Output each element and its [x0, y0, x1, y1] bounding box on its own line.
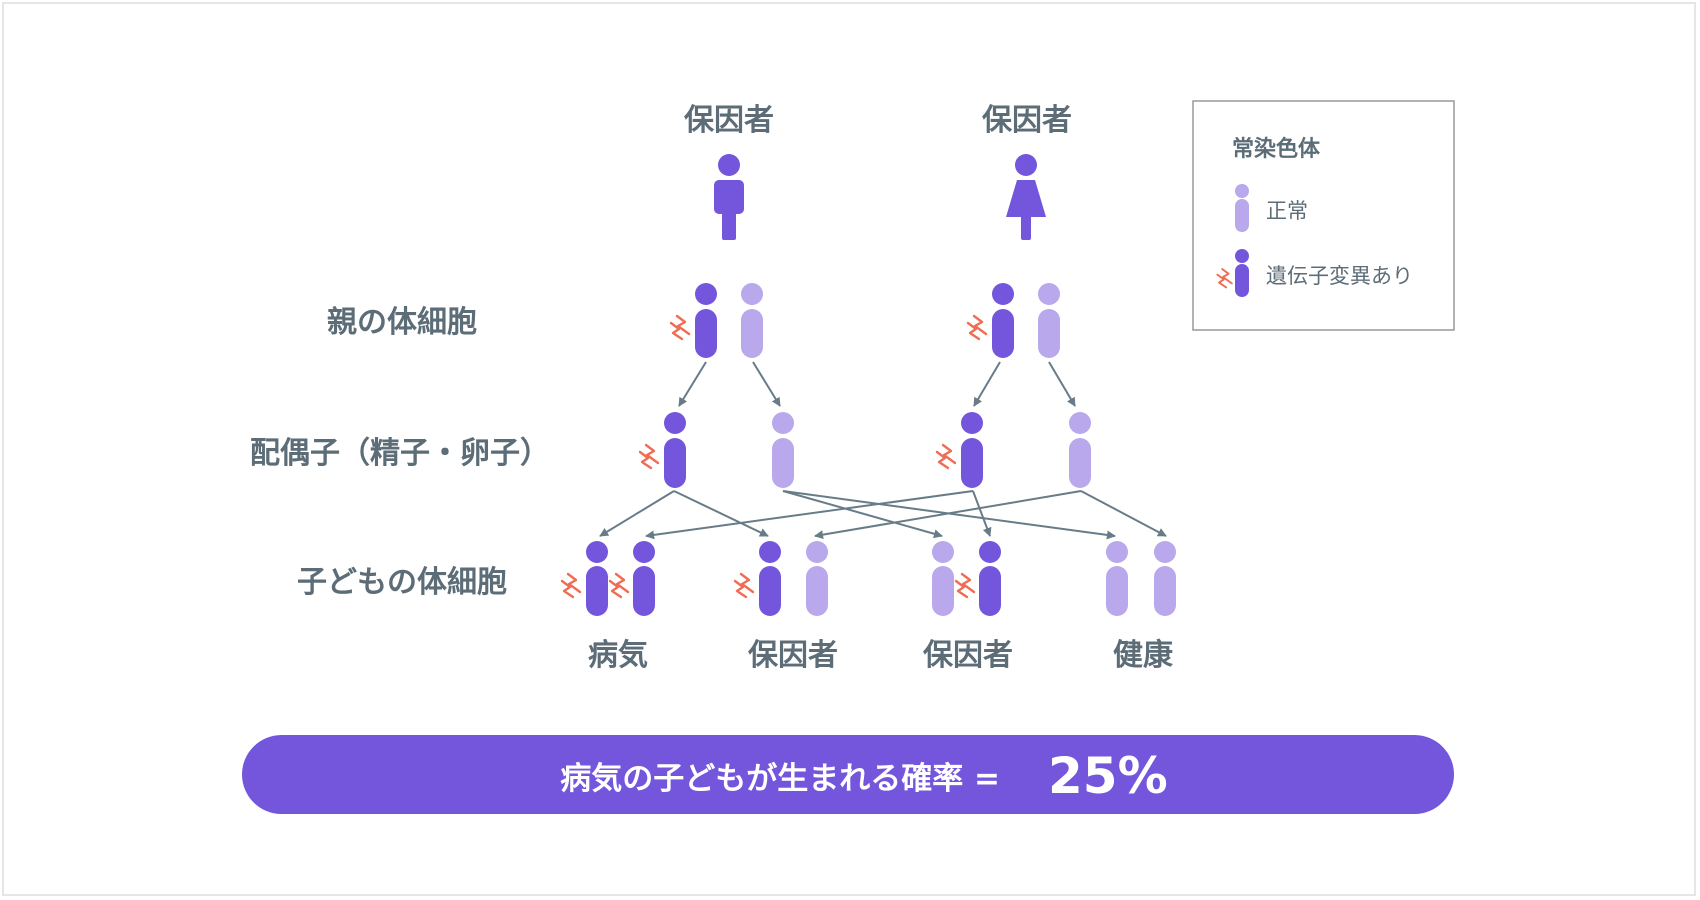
- probability-banner-text: 病気の子どもが生まれる確率 =: [560, 761, 1000, 797]
- mutation-mark-icon: [966, 314, 988, 341]
- father-label: 保因者: [684, 103, 774, 138]
- mutation-mark-icon: [608, 572, 630, 599]
- child1-chromosome-1: [586, 541, 608, 616]
- arrow-gamete-d-to-child2: [814, 490, 1082, 540]
- legend-normal-chromosome: [1235, 184, 1249, 232]
- father-icon: [714, 154, 744, 240]
- legend-box: [1192, 100, 1455, 331]
- child2-chromosome-2: [806, 541, 828, 616]
- legend-title: 常染色体: [1232, 136, 1321, 162]
- mother-chromosome-normal: [1038, 283, 1060, 358]
- legend-normal-label: 正常: [1266, 199, 1308, 223]
- arrow-gamete-a-to-child2: [673, 490, 769, 537]
- arrow-gamete-c-to-child1: [645, 490, 974, 540]
- arrow-gamete-c-to-child3: [972, 490, 992, 537]
- child1-chromosome-2: [633, 541, 655, 616]
- child2-chromosome-1: [759, 541, 781, 616]
- child4-label: 健康: [1113, 638, 1174, 673]
- arrow-father-normal-to-gamete: [752, 361, 781, 407]
- legend: 常染色体 正常 遺伝子変異あり: [1192, 100, 1455, 331]
- child1-label: 病気: [588, 638, 648, 673]
- gamete-father-mutant: [664, 412, 686, 488]
- row-label-gametes: 配偶子（精子・卵子）: [250, 436, 550, 471]
- mutation-mark-icon: [733, 572, 755, 599]
- mother-label: 保因者: [982, 103, 1072, 138]
- row-label-child-cells: 子どもの体細胞: [297, 565, 507, 600]
- gamete-mother-normal: [1069, 412, 1091, 488]
- mutation-mark-icon: [560, 572, 582, 599]
- child2-label: 保因者: [748, 638, 838, 673]
- child4-chromosome-2: [1154, 541, 1176, 616]
- child3-chromosome-2: [979, 541, 1001, 616]
- mutation-mark-icon: [638, 443, 660, 470]
- mother-icon: [1006, 154, 1046, 240]
- arrow-father-mutant-to-gamete: [678, 361, 707, 407]
- arrow-mother-normal-to-gamete: [1048, 361, 1076, 407]
- probability-banner: [242, 735, 1454, 814]
- arrow-gamete-d-to-child4: [1080, 490, 1167, 537]
- mutation-mark-icon: [954, 572, 976, 599]
- father-chromosome-mutant: [695, 283, 717, 358]
- arrow-gamete-a-to-child1: [599, 490, 675, 537]
- mutation-mark-icon: [669, 314, 691, 341]
- gamete-father-normal: [772, 412, 794, 488]
- mother-chromosome-mutant: [992, 283, 1014, 358]
- gamete-mother-mutant: [961, 412, 983, 488]
- arrow-gamete-b-to-child3: [782, 490, 943, 539]
- father-chromosome-normal: [741, 283, 763, 358]
- legend-mutant-chromosome: [1235, 249, 1249, 297]
- child4-chromosome-1: [1106, 541, 1128, 616]
- row-label-parent-cells: 親の体細胞: [327, 305, 477, 340]
- legend-mutant-label: 遺伝子変異あり: [1266, 264, 1413, 288]
- mutation-mark-icon: [935, 443, 957, 470]
- arrow-mother-mutant-to-gamete: [973, 361, 1001, 407]
- child3-chromosome-1: [932, 541, 954, 616]
- probability-banner-value: 25%: [1048, 747, 1168, 805]
- child3-label: 保因者: [923, 638, 1013, 673]
